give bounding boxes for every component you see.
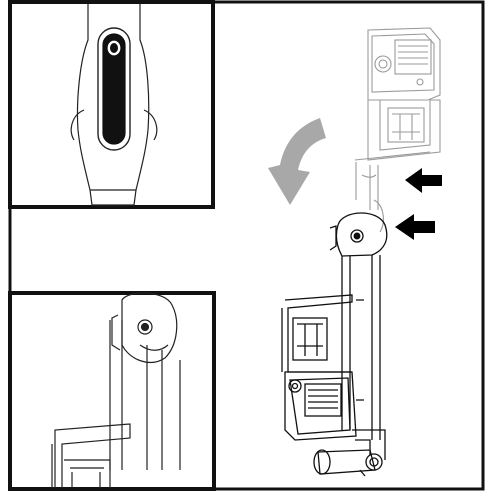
fold-rotation-arrow — [268, 118, 326, 205]
push-arrow-upper — [405, 168, 442, 193]
stick-vacuum-fold-icon — [268, 27, 442, 477]
push-arrow-lower — [395, 214, 435, 240]
inset-top-panel — [8, 0, 215, 209]
ghost-vacuum-upper — [354, 27, 441, 233]
hinge-pivot-icon — [51, 292, 181, 488]
solid-vacuum — [281, 212, 388, 477]
handle-release-button-icon — [70, 4, 158, 206]
inset-bottom-panel — [8, 291, 216, 491]
